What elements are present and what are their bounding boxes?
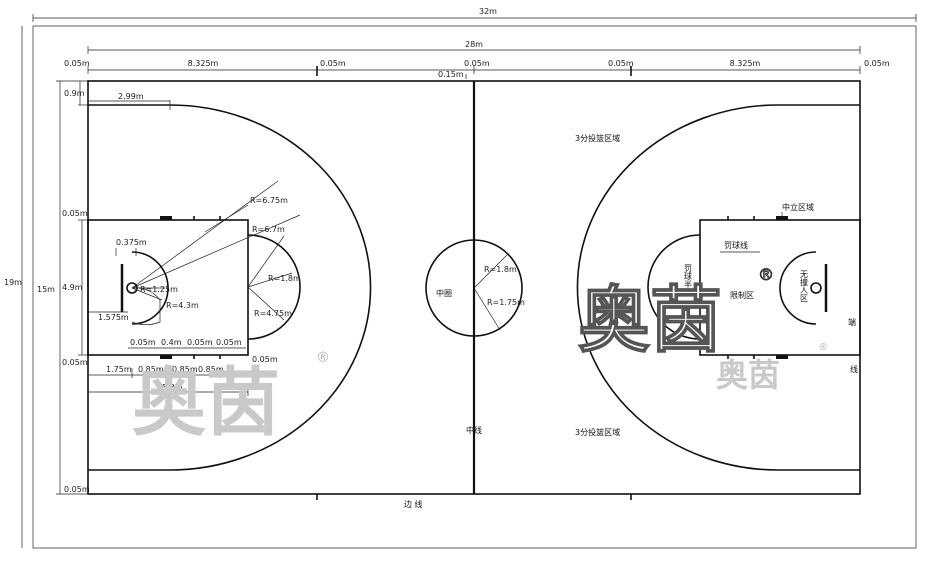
dim-key-width: 4.9m xyxy=(62,283,83,292)
watermark-center-reg: ® xyxy=(758,265,774,284)
label-center-circle: 中圈 xyxy=(436,288,452,298)
label-restricted-area: 限制区 xyxy=(730,290,754,300)
center-radius-2 xyxy=(473,287,501,331)
right-three-point-line xyxy=(576,104,860,471)
dim-center-line-width: 0.15m xyxy=(438,70,464,79)
label-no-charge: 无撞人区 xyxy=(800,270,809,302)
dim-seg-right: 8.325m xyxy=(730,59,761,68)
watermark-left-reg: ® xyxy=(316,350,330,366)
dim-court-width: 28m xyxy=(465,40,483,49)
left-three-point-line xyxy=(88,104,372,471)
dim-row-d: 0.85m xyxy=(198,365,224,374)
dim-left-margin: 0.05m xyxy=(64,59,90,68)
label-three-pt-zone-top: 3分投篮区域 xyxy=(575,133,620,143)
dim-right-margin: 0.05m xyxy=(864,59,890,68)
dim-rim-distance: 1.575m xyxy=(98,313,129,322)
dim-row-a: 1.75m xyxy=(106,365,132,374)
dim-seg-left: 8.325m xyxy=(188,59,219,68)
center-circle xyxy=(425,239,523,337)
dim-rim-radius: R=1.25m xyxy=(140,285,178,294)
left-no-charge-arc xyxy=(131,251,169,325)
dim-arc-start: 2.99m xyxy=(118,92,144,101)
dim-center-r2: R=1.75m xyxy=(487,298,525,307)
dim-mid-left: 0.05m xyxy=(320,59,346,68)
dim-total-width: 32m xyxy=(479,7,497,16)
dim-mark-d: 0.05m xyxy=(216,338,242,347)
label-endline-b: 线 xyxy=(850,364,858,374)
dim-row-b: 0.85m xyxy=(138,365,164,374)
label-sideline: 边 线 xyxy=(404,499,423,509)
label-free-throw-line: 罚球线 xyxy=(724,240,748,250)
center-radius-1 xyxy=(473,253,509,289)
dim-bottom-margin: 0.05m xyxy=(64,485,90,494)
right-rim xyxy=(810,282,822,294)
right-ft-semicircle xyxy=(647,234,701,340)
label-center-line: 中线 xyxy=(466,425,482,435)
dim-ft-radius2: R=4.75m xyxy=(254,309,292,318)
left-ft-semicircle xyxy=(247,234,301,340)
dim-mark-a: 0.05m xyxy=(130,338,156,347)
dim-mark-e: 0.05m xyxy=(252,355,278,364)
dim-total-height: 19m xyxy=(4,278,22,287)
label-semicircle: 罚球半圆 xyxy=(684,264,693,297)
watermark-left: 奥茵 xyxy=(132,360,280,446)
label-neutral-zone: 中立区域 xyxy=(782,202,814,212)
outer-frame xyxy=(32,25,917,549)
dim-top-offset: 0.9m xyxy=(64,89,85,98)
dim-three-pt-r2: R=6.7m xyxy=(252,225,285,234)
dim-rim-offset: 0.375m xyxy=(116,238,147,247)
dim-ft-line-distance: 5.8m xyxy=(162,383,183,392)
dim-center-r1: R=1.8m xyxy=(484,265,517,274)
dim-mid-right: 0.05m xyxy=(608,59,634,68)
dim-key-bottom: 0.05m xyxy=(62,358,88,367)
dim-three-pt-r: R=6.75m xyxy=(250,196,288,205)
label-three-pt-zone-bottom: 3分投篮区域 xyxy=(575,427,620,437)
watermark-small-reg: ® xyxy=(818,342,828,353)
dim-mid-center: 0.05m xyxy=(464,59,490,68)
watermark-center: 奥茵 xyxy=(578,278,722,362)
dim-ft-radius: R=1.8m xyxy=(268,274,301,283)
dim-mark-b: 0.4m xyxy=(161,338,182,347)
dim-row-c: 0.85m xyxy=(172,365,198,374)
label-endline-a: 端 xyxy=(848,317,856,327)
dim-restricted-radius: R=4.3m xyxy=(166,301,199,310)
right-no-charge-arc xyxy=(779,251,817,325)
dim-key-top: 0.05m xyxy=(62,209,88,218)
watermark-small: 奥茵 xyxy=(716,356,780,394)
dim-mark-c: 0.05m xyxy=(187,338,213,347)
dim-court-height: 15m xyxy=(37,285,55,294)
